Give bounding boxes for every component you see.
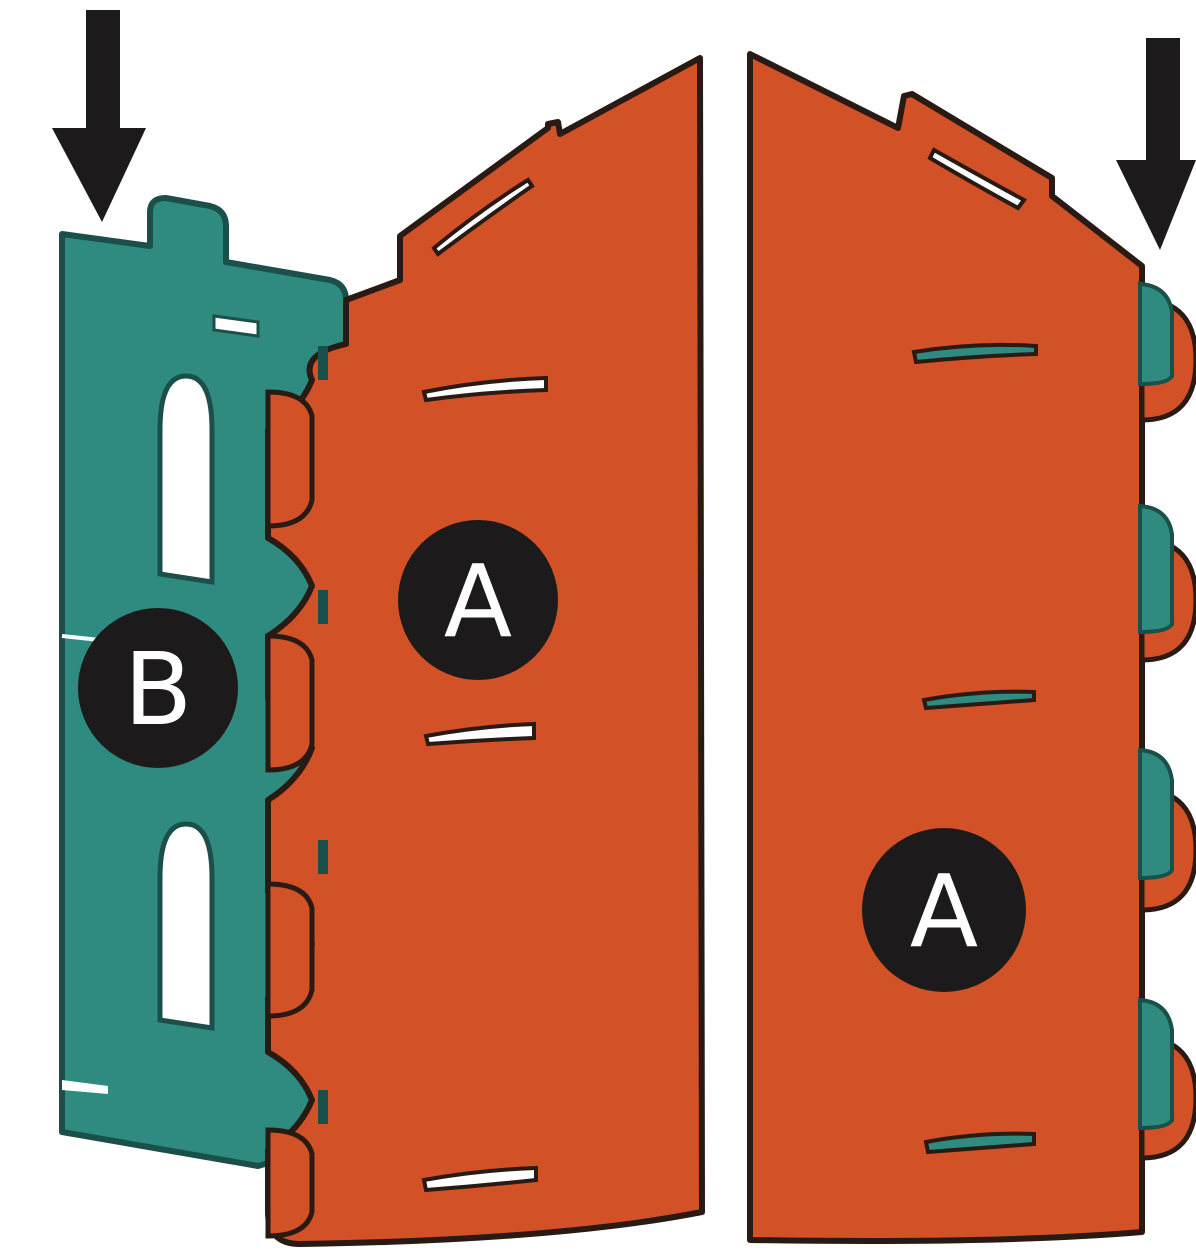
right-a-slot-3 xyxy=(921,689,1036,711)
right-a-slot-top xyxy=(927,147,1027,211)
right-panel-a xyxy=(747,51,1196,1244)
panel-b-window-bottom xyxy=(157,821,215,1031)
left-a-slot-1 xyxy=(431,177,535,257)
right-a-slot-2 xyxy=(911,342,1038,365)
left-a-slot-2 xyxy=(421,375,548,403)
badge-b-label: B xyxy=(124,631,193,748)
panel-b-top-slot xyxy=(212,314,260,338)
right-a-slot-4 xyxy=(923,1131,1036,1155)
badge-a-left-label: A xyxy=(444,543,512,660)
panel-b-window-top xyxy=(157,373,215,585)
right-down-arrow-icon xyxy=(1116,38,1196,250)
badge-b: B xyxy=(78,608,238,768)
badge-a-left: A xyxy=(398,520,558,680)
left-a-slot-3 xyxy=(423,721,536,747)
left-a-slot-4 xyxy=(421,1165,538,1193)
left-down-arrow-icon xyxy=(52,10,146,222)
badge-a-right: A xyxy=(862,828,1026,992)
badge-a-right-label: A xyxy=(910,853,978,970)
